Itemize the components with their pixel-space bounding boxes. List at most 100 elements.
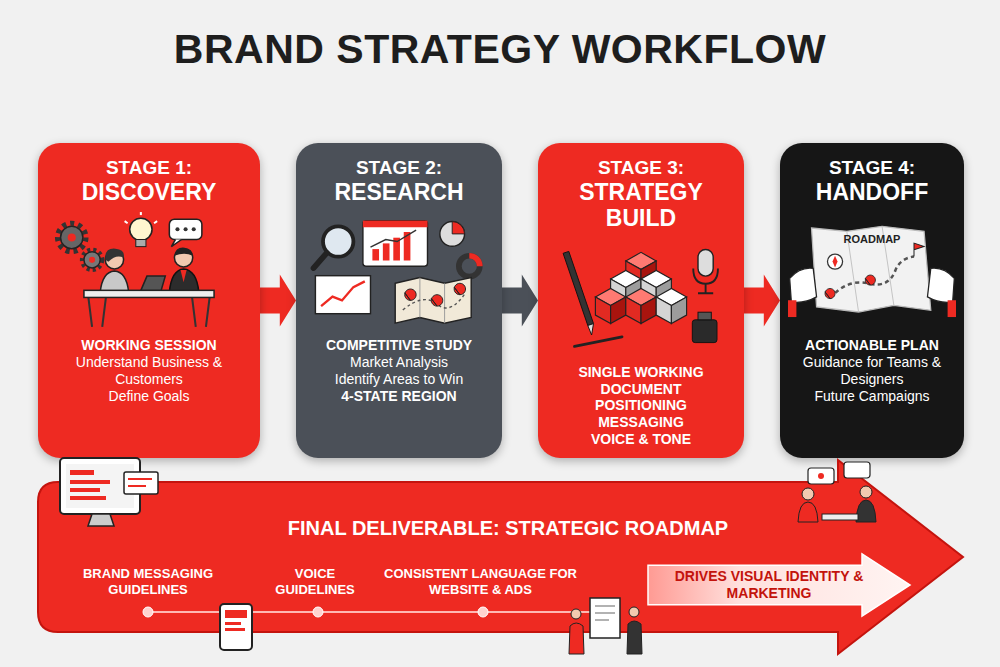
illustration-part — [563, 251, 593, 325]
stage-subheading: SINGLE WORKING DOCUMENT — [546, 364, 736, 398]
illustration-part — [175, 228, 195, 232]
illustration-part — [105, 249, 124, 262]
illustration-area — [546, 236, 736, 358]
illustration-part — [128, 479, 152, 486]
illustration-part — [575, 337, 623, 347]
deliverable-item: CONSISTENT LANGUAGE FOR WEBSITE & ADS — [383, 566, 578, 597]
research-illustration — [304, 209, 494, 331]
illustration-part — [88, 514, 114, 526]
stage-detail: Define Goals — [109, 388, 190, 405]
illustration-part — [148, 611, 598, 613]
illustration-part — [70, 496, 106, 500]
illustration-part — [220, 604, 252, 650]
illustration-part — [844, 462, 870, 478]
illustration-part — [143, 607, 488, 617]
illustration-part — [184, 228, 188, 232]
illustration-part — [595, 612, 615, 614]
illustration-part — [440, 222, 465, 247]
illustration-part — [225, 628, 245, 631]
illustration-part — [100, 271, 128, 292]
illustration-part — [192, 295, 210, 328]
illustration-part — [38, 460, 963, 654]
stage-detail: Understand Business & Customers — [46, 354, 252, 388]
illustration-part — [70, 480, 110, 484]
illustration-part — [692, 320, 717, 343]
stage-number: STAGE 3: — [598, 157, 684, 179]
stage-name: STRATEGY BUILD — [546, 179, 736, 232]
illustration-part — [314, 253, 327, 268]
illustration-part — [130, 218, 152, 240]
illustration-part — [856, 500, 876, 522]
stage-detail: MESSAGING — [598, 414, 684, 431]
illustration-part — [478, 607, 488, 617]
illustration-part — [225, 610, 247, 618]
illustration-part — [175, 228, 179, 232]
illustration-part — [181, 270, 187, 282]
illustration-part — [89, 257, 95, 263]
illustration-part — [822, 514, 858, 520]
illustration-part — [371, 230, 417, 247]
diagram-title: BRAND STRATEGY WORKFLOW — [0, 26, 1000, 73]
stage-number: STAGE 1: — [106, 157, 192, 179]
stage-detail: POSITIONING — [595, 397, 687, 414]
illustration-part — [627, 621, 642, 654]
illustration-part — [68, 234, 76, 242]
illustration-part — [171, 240, 181, 247]
flow-arrow — [744, 275, 780, 327]
illustration-part — [459, 256, 480, 277]
illustration-area — [46, 209, 252, 331]
illustration-part — [827, 254, 842, 269]
illustration-part — [595, 606, 615, 620]
illustration-part — [648, 554, 910, 616]
illustration-part — [629, 607, 639, 617]
illustration-part — [833, 256, 838, 268]
illustration-part — [569, 623, 584, 654]
roadmap-arrow — [38, 482, 908, 632]
illustration-part — [313, 607, 323, 617]
illustration-part — [626, 288, 656, 323]
stage-detail: Future Campaigns — [814, 388, 929, 405]
illustration-part — [395, 278, 471, 324]
stage-number: STAGE 4: — [829, 157, 915, 179]
map-label: ROADMAP — [788, 233, 956, 245]
illustration-part — [698, 312, 711, 320]
illustration-part — [70, 470, 110, 500]
illustration-part — [128, 485, 146, 487]
stage-detail: Identify Areas to Win — [335, 371, 463, 388]
roadmap-band: FINAL DELIVERABLE: STRATEGIC ROADMAPBRAN… — [38, 482, 908, 632]
deliverable-title: FINAL DELIVERABLE: STRATEGIC ROADMAP — [268, 516, 748, 540]
illustration-part — [595, 288, 625, 323]
stage-detail: Guidance for Teams & Designers — [788, 354, 956, 388]
illustration-area — [304, 209, 494, 331]
illustration-part — [469, 256, 479, 266]
flow-arrow — [260, 275, 296, 327]
stage-box: STAGE 3:STRATEGY BUILD SINGLE WORKING DO… — [538, 143, 744, 458]
deliverable-item: VOICE GUIDELINES — [260, 566, 370, 597]
illustration-area: ROADMAP — [788, 209, 956, 331]
outcome-text: DRIVES VISUAL IDENTITY & MARKETING — [672, 568, 866, 602]
stage-subheading: WORKING SESSION — [81, 337, 216, 354]
illustration-part — [61, 227, 83, 249]
illustration-part — [136, 240, 146, 247]
flow-arrow — [502, 275, 538, 327]
illustration-part — [154, 221, 157, 223]
illustration-part — [454, 284, 465, 295]
illustration-part — [128, 478, 152, 480]
roadmap-illustration — [788, 209, 956, 331]
stage-detail: VOICE & TONE — [591, 431, 691, 448]
illustration-part — [124, 472, 158, 494]
illustration-part — [70, 470, 94, 475]
stage-subheading: COMPETITIVE STUDY — [326, 337, 472, 354]
illustration-part — [315, 276, 370, 314]
stage-subheading: ACTIONABLE PLAN — [805, 337, 939, 354]
illustration-part — [818, 473, 824, 479]
illustration-part — [790, 268, 817, 302]
illustration-part — [70, 488, 100, 492]
illustration-part — [140, 212, 142, 215]
stage-name: DISCOVERY — [82, 179, 217, 205]
stage-number: STAGE 2: — [356, 157, 442, 179]
illustration-part — [174, 248, 192, 256]
illustration-part — [452, 222, 464, 234]
illustration-part — [808, 468, 834, 484]
illustration-part — [143, 607, 153, 617]
